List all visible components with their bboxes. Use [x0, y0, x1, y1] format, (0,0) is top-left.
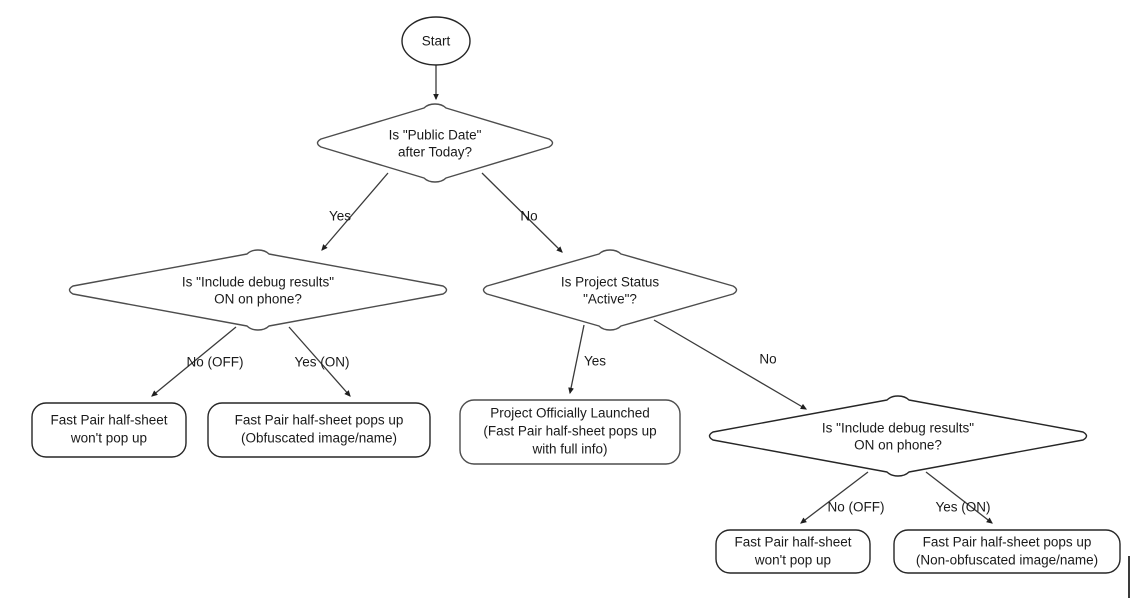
debug-left-label-line1: Is "Include debug results" — [182, 275, 334, 290]
outcome-launched-line2: (Fast Pair half-sheet pops up — [483, 424, 656, 439]
outcome-left-yes-line2: (Obfuscated image/name) — [241, 431, 397, 446]
public-date-diamond — [316, 103, 554, 183]
node-outcome-launched[interactable]: Project Officially Launched (Fast Pair h… — [459, 399, 681, 465]
outcome-left-no-line2: won't pop up — [70, 431, 147, 446]
edge-label-public-date-yes: Yes — [329, 209, 351, 224]
edge-label-debug-left-yes-on: Yes (ON) — [294, 355, 349, 370]
node-decision-debug-left[interactable]: Is "Include debug results" ON on phone? — [68, 249, 448, 331]
edge-label-debug-right-no-off: No (OFF) — [828, 500, 885, 515]
public-date-label-line2: after Today? — [398, 145, 472, 160]
edge-debug-left-no-off — [151, 326, 237, 397]
project-status-label-line1: Is Project Status — [561, 275, 660, 290]
outcome-right-no-box — [715, 529, 871, 574]
edge-public-date-no — [481, 172, 563, 253]
edge-label-debug-left-no-off: No (OFF) — [187, 355, 244, 370]
outcome-left-no-line1: Fast Pair half-sheet — [50, 413, 167, 428]
edge-label-project-status-yes: Yes — [584, 354, 606, 369]
node-decision-project-status[interactable]: Is Project Status "Active"? — [482, 249, 738, 331]
node-outcome-right-yes[interactable]: Fast Pair half-sheet pops up (Non-obfusc… — [893, 529, 1121, 574]
node-decision-debug-right[interactable]: Is "Include debug results" ON on phone? — [708, 395, 1088, 477]
node-outcome-left-yes[interactable]: Fast Pair half-sheet pops up (Obfuscated… — [207, 402, 431, 458]
node-outcome-right-no[interactable]: Fast Pair half-sheet won't pop up — [715, 529, 871, 574]
project-status-diamond — [482, 249, 738, 331]
debug-left-diamond — [68, 249, 448, 331]
outcome-launched-line1: Project Officially Launched — [490, 406, 650, 421]
public-date-label-line1: Is "Public Date" — [389, 128, 482, 143]
edge-labels-layer: Yes No No (OFF) Yes (ON) Yes No No (OFF)… — [187, 209, 991, 515]
edge-debug-left-yes-on — [288, 326, 351, 397]
node-start[interactable]: Start — [401, 16, 471, 66]
outcome-right-no-line1: Fast Pair half-sheet — [734, 535, 851, 550]
outcome-left-no-box — [31, 402, 187, 458]
edge-debug-right-yes-on — [925, 471, 993, 524]
edge-public-date-yes — [321, 172, 389, 251]
start-label: Start — [422, 34, 451, 49]
edge-label-public-date-no: No — [520, 209, 537, 224]
page-edge-rule — [1128, 556, 1130, 598]
debug-right-diamond — [708, 395, 1088, 477]
outcome-launched-box — [459, 399, 681, 465]
debug-right-label-line2: ON on phone? — [854, 438, 942, 453]
outcome-right-no-line2: won't pop up — [754, 553, 831, 568]
edges-layer — [151, 65, 993, 524]
edge-debug-right-no-off — [800, 471, 869, 524]
edge-project-status-yes — [568, 324, 585, 395]
start-ellipse — [401, 16, 471, 66]
edge-label-debug-right-yes-on: Yes (ON) — [935, 500, 990, 515]
debug-right-label-line1: Is "Include debug results" — [822, 421, 974, 436]
outcome-right-yes-line2: (Non-obfuscated image/name) — [916, 553, 1098, 568]
outcome-launched-line3: with full info) — [531, 442, 607, 457]
project-status-label-line2: "Active"? — [583, 292, 637, 307]
edge-label-project-status-no: No — [759, 352, 776, 367]
outcome-right-yes-box — [893, 529, 1121, 574]
node-decision-public-date[interactable]: Is "Public Date" after Today? — [316, 103, 554, 183]
debug-left-label-line2: ON on phone? — [214, 292, 302, 307]
node-outcome-left-no[interactable]: Fast Pair half-sheet won't pop up — [31, 402, 187, 458]
outcome-right-yes-line1: Fast Pair half-sheet pops up — [923, 535, 1092, 550]
outcome-left-yes-box — [207, 402, 431, 458]
edge-project-status-no — [653, 319, 808, 410]
outcome-left-yes-line1: Fast Pair half-sheet pops up — [235, 413, 404, 428]
